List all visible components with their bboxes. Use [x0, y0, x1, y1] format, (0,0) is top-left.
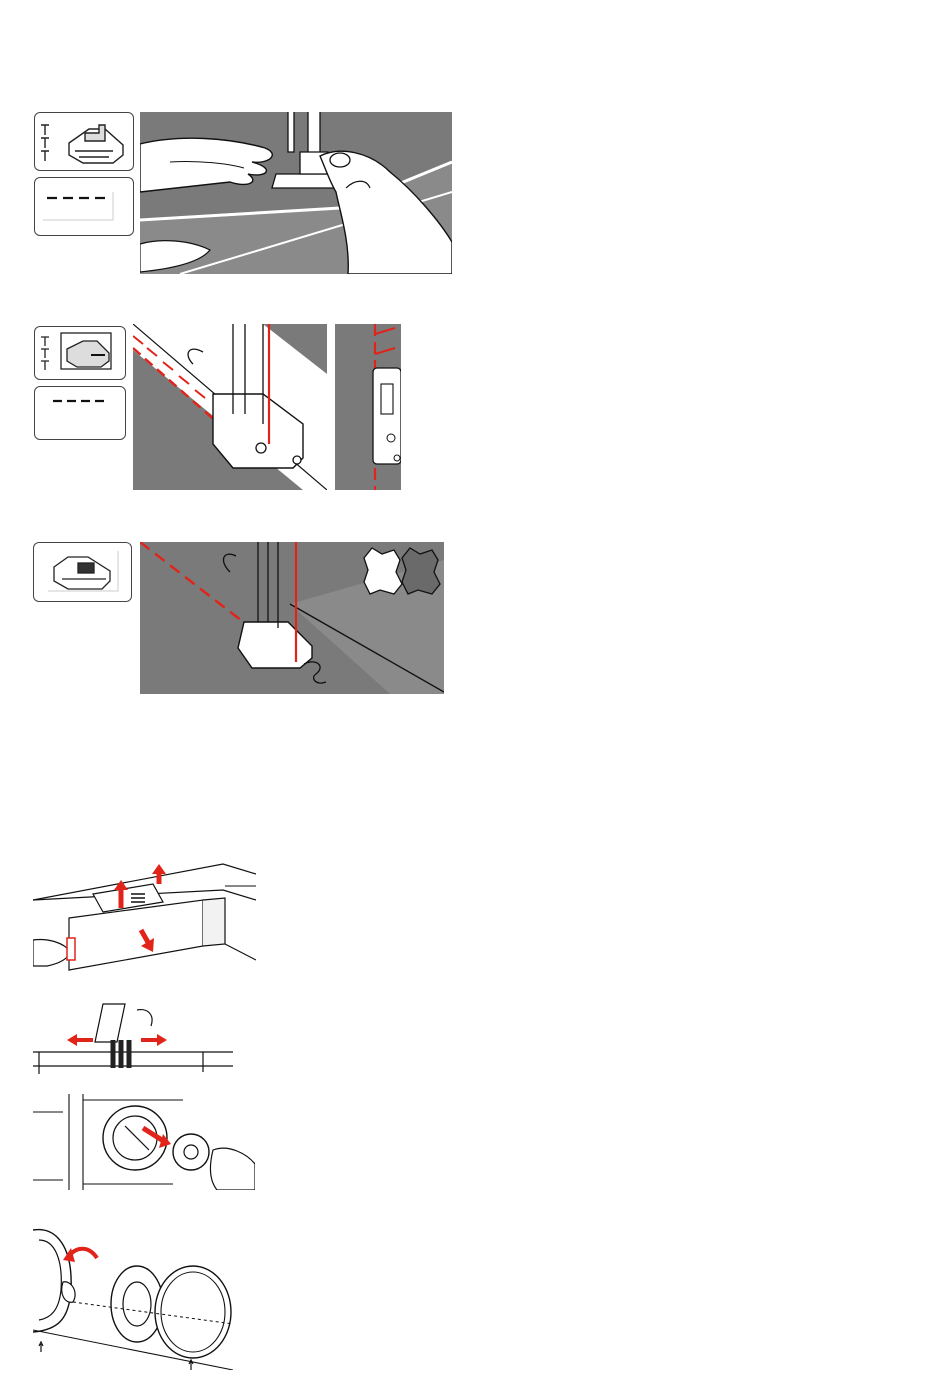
edge-foot-setting-box: [34, 326, 126, 380]
stitch-length-icon: [35, 178, 133, 235]
stitch-length-box-2: [34, 386, 126, 440]
hook-race-icon: [33, 1094, 255, 1190]
non-stick-foot-icon: [34, 543, 131, 601]
illustration-leather-sewing: [140, 542, 444, 694]
illustration-sewing-hands: [140, 112, 452, 274]
stitch-length-box: [34, 177, 134, 236]
edge-foot-icon: [35, 327, 125, 379]
illustration-edge-foot-detail: [335, 324, 401, 490]
presser-foot-setting-box: [34, 112, 134, 171]
presser-foot-icon: [35, 113, 133, 170]
bobbin-case-icon: [33, 1220, 243, 1370]
non-stick-foot-setting-box: [33, 542, 132, 602]
illustration-edge-stitching: [133, 324, 327, 490]
illustration-remove-bobbin-case: [33, 1094, 255, 1190]
leather-icon: [364, 548, 402, 594]
illustration-brush-feed-dogs: [33, 1000, 233, 1074]
illustration-hook-parts: [33, 1220, 243, 1370]
illustration-remove-stitch-plate: [33, 860, 256, 984]
stitch-length-icon: [35, 387, 125, 439]
brush-icon: [33, 1000, 233, 1074]
